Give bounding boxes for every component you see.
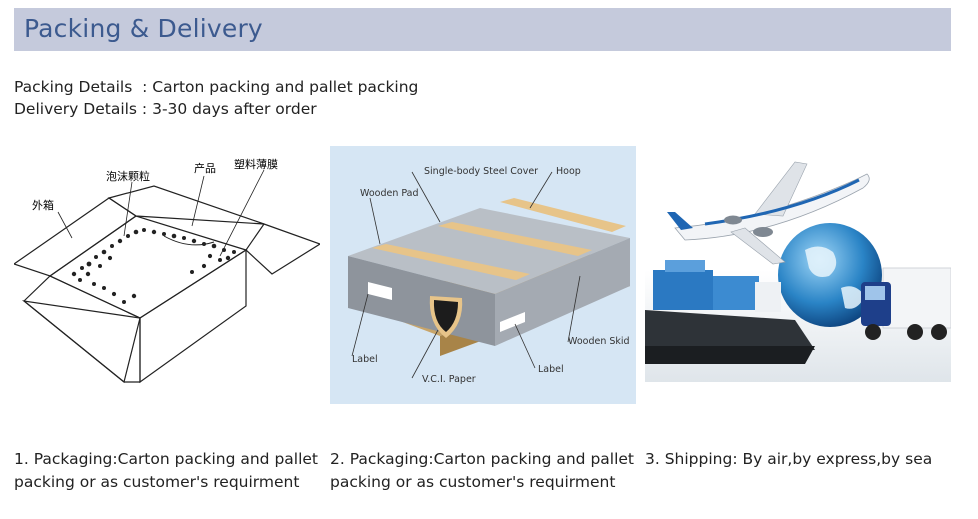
cargo-ship-icon xyxy=(645,260,815,364)
truck-icon xyxy=(861,267,952,340)
shipping-collage-image xyxy=(645,150,952,382)
caption-shipping: 3. Shipping: By air,by express,by sea xyxy=(645,450,933,468)
carton-diagram-svg: 外箱 泡沫颗粒 产品 塑料薄膜 xyxy=(12,157,322,384)
label-right: Label xyxy=(538,364,564,375)
wooden-skid-label: Wooden Skid xyxy=(568,336,630,347)
delivery-details: Delivery Details : 3-30 days after order xyxy=(14,100,317,118)
foam-label: 泡沫颗粒 xyxy=(106,169,150,183)
outer-box-label: 外箱 xyxy=(32,198,54,212)
packing-details: Packing Details : Carton packing and pal… xyxy=(14,78,419,96)
caption-packaging-2: 2. Packaging:Carton packing and pallet p… xyxy=(330,450,635,491)
product-label: 产品 xyxy=(194,161,216,175)
pallet-diagram-svg: Single-body Steel Cover Hoop Wooden Pad … xyxy=(348,166,630,385)
wooden-pad-label: Wooden Pad xyxy=(360,188,419,199)
details-block: Packing Details : Carton packing and pal… xyxy=(14,76,418,120)
section-header: Packing & Delivery xyxy=(14,8,951,51)
vci-paper-label: V.C.I. Paper xyxy=(422,374,476,385)
steel-cover-label: Single-body Steel Cover xyxy=(424,166,538,177)
caption-packaging-1: 1. Packaging:Carton packing and pallet p… xyxy=(14,450,319,491)
carton-diagram-image: 外箱 泡沫颗粒 产品 塑料薄膜 xyxy=(12,146,322,404)
film-label: 塑料薄膜 xyxy=(234,157,278,171)
shipping-collage-svg xyxy=(645,161,952,382)
section-title: Packing & Delivery xyxy=(24,14,263,43)
label-left: Label xyxy=(352,354,378,365)
pallet-diagram-image: Single-body Steel Cover Hoop Wooden Pad … xyxy=(330,146,636,404)
airplane-icon xyxy=(667,161,870,265)
hoop-label: Hoop xyxy=(556,166,581,177)
